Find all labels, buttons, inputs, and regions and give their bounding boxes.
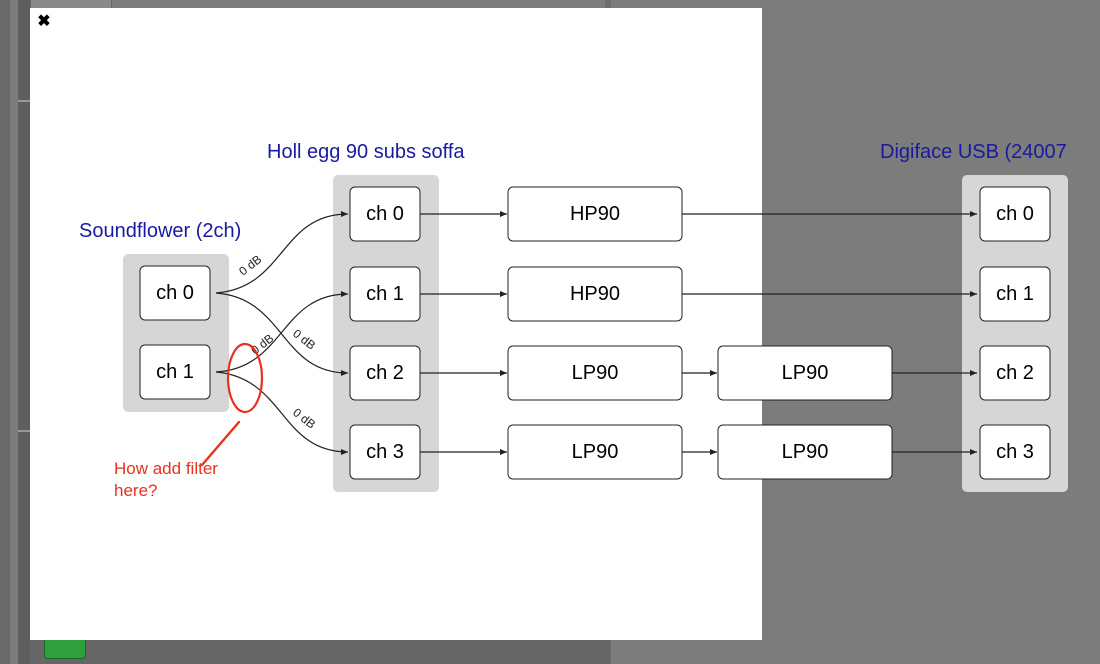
route-edge	[215, 211, 349, 294]
mixer-group	[333, 175, 439, 492]
close-icon[interactable]: ✖	[37, 13, 51, 30]
filter-node[interactable]: LP90	[717, 424, 893, 480]
annotation-circle	[226, 342, 264, 414]
output-title: Digiface USB (24007	[880, 141, 1067, 163]
add-button[interactable]	[44, 640, 86, 659]
filter-node[interactable]: LP90	[507, 345, 683, 401]
annotation-text: here?	[114, 481, 157, 500]
mixer-channel-node[interactable]: ch 1	[349, 266, 421, 322]
source-channel-node[interactable]: ch 1	[139, 344, 211, 400]
svg-text:LP90: LP90	[572, 362, 619, 384]
gain-label: 0 dB	[236, 252, 264, 278]
annotation-pointer	[200, 420, 241, 467]
background-bottom-bar	[30, 640, 610, 664]
filter-node[interactable]: HP90	[507, 266, 683, 322]
mixer-channel-node[interactable]: ch 0	[349, 186, 421, 242]
svg-text:HP90: HP90	[570, 203, 620, 225]
annotation-text: How add filter	[114, 459, 218, 478]
route-edge	[215, 291, 349, 373]
output-channel-node[interactable]: ch 3	[979, 424, 1051, 480]
svg-text:LP90: LP90	[782, 362, 829, 384]
sidebar-separator	[18, 430, 30, 432]
background-sidebar	[18, 0, 30, 664]
svg-text:HP90: HP90	[570, 283, 620, 305]
svg-text:ch 0: ch 0	[156, 282, 194, 304]
svg-text:ch 1: ch 1	[156, 361, 194, 383]
mixer-channel-node[interactable]: ch 2	[349, 345, 421, 401]
svg-text:ch 2: ch 2	[996, 362, 1034, 384]
svg-text:ch 3: ch 3	[996, 441, 1034, 463]
output-channel-node[interactable]: ch 2	[979, 345, 1051, 401]
pipeline-dialog: ✖ Soundflower (2ch) Holl egg 90 subs sof…	[30, 8, 1068, 640]
source-channel-node[interactable]: ch 0	[139, 265, 211, 321]
output-group	[962, 175, 1068, 492]
svg-text:ch 0: ch 0	[366, 203, 404, 225]
filter-node[interactable]: LP90	[717, 345, 893, 401]
svg-text:ch 1: ch 1	[996, 283, 1034, 305]
mixer-channel-node[interactable]: ch 3	[349, 424, 421, 480]
sidebar-separator	[18, 100, 30, 102]
svg-text:LP90: LP90	[572, 441, 619, 463]
svg-text:ch 2: ch 2	[366, 362, 404, 384]
output-channel-node[interactable]: ch 1	[979, 266, 1051, 322]
pipeline-graph: Soundflower (2ch) Holl egg 90 subs soffa…	[79, 141, 1068, 500]
background-edge	[0, 0, 10, 664]
output-channel-node[interactable]: ch 0	[979, 186, 1051, 242]
svg-text:ch 1: ch 1	[366, 283, 404, 305]
svg-text:ch 0: ch 0	[996, 203, 1034, 225]
mixer-title: Holl egg 90 subs soffa	[267, 141, 465, 163]
filter-node[interactable]: LP90	[507, 424, 683, 480]
source-title: Soundflower (2ch)	[79, 220, 241, 242]
filter-node[interactable]: HP90	[507, 186, 683, 242]
route-edge	[215, 292, 349, 376]
route-edge	[215, 371, 349, 455]
svg-text:ch 3: ch 3	[366, 441, 404, 463]
svg-text:LP90: LP90	[782, 441, 829, 463]
